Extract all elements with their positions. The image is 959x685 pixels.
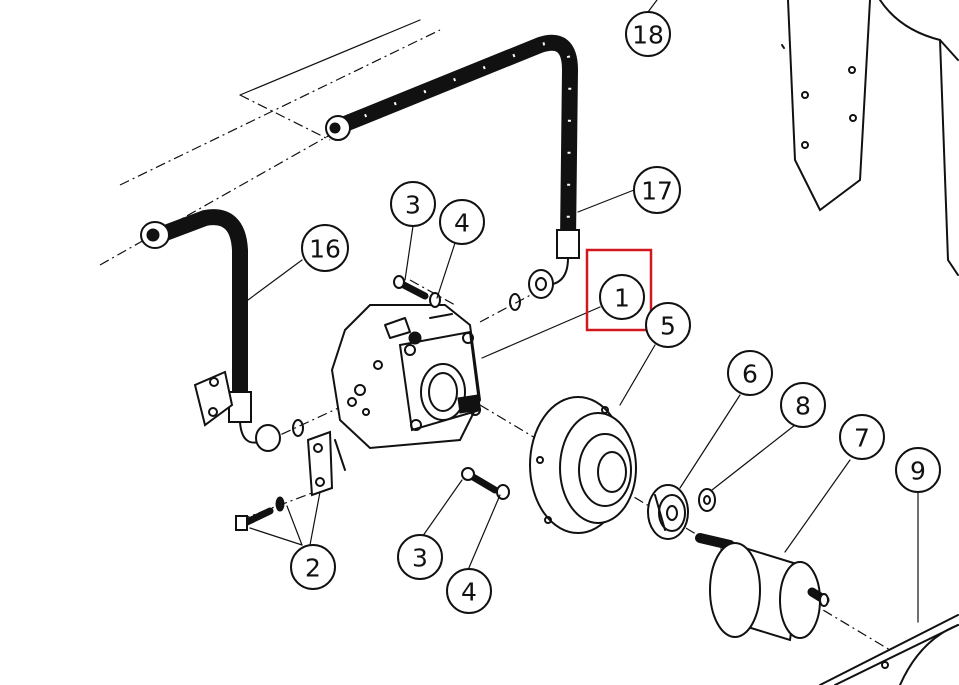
callout-label: 4 xyxy=(454,209,470,238)
pump-seal xyxy=(420,363,466,421)
o-rings xyxy=(292,293,521,437)
bolt-washer-lower xyxy=(461,467,510,500)
callout-label: 1 xyxy=(614,284,630,313)
callout-label: 6 xyxy=(742,360,758,389)
callout-circle xyxy=(397,534,443,580)
callout-circle xyxy=(895,447,941,493)
callout-circle xyxy=(727,350,773,396)
housing-9 xyxy=(819,614,959,685)
centerline-bolt3 xyxy=(409,279,456,306)
callout-4-upper[interactable]: 4 xyxy=(439,199,485,245)
callout-1[interactable]: 1 xyxy=(599,274,645,320)
washer-8 xyxy=(698,488,716,512)
callout-label: 9 xyxy=(910,457,926,486)
highlight-box xyxy=(585,248,653,332)
hose-17-fitting xyxy=(528,269,554,299)
adapter-plate xyxy=(529,396,637,534)
hose-17 xyxy=(325,34,580,299)
centerline-top xyxy=(239,94,331,141)
leader-lines xyxy=(247,0,919,623)
callout-6[interactable]: 6 xyxy=(727,350,773,396)
callout-circle xyxy=(633,166,681,214)
callout-17[interactable]: 17 xyxy=(633,166,681,214)
split-flange-lower xyxy=(306,430,346,497)
callout-3-upper[interactable]: 3 xyxy=(390,181,436,227)
frame-bracket-right xyxy=(781,0,959,276)
frame-edge-top xyxy=(239,19,421,96)
callout-circle xyxy=(390,181,436,227)
callout-label: 4 xyxy=(461,578,477,607)
coupler-7 xyxy=(695,533,830,642)
centerline-hose16 xyxy=(99,134,331,266)
callout-9[interactable]: 9 xyxy=(895,447,941,493)
callout-circle xyxy=(290,544,336,590)
callout-7[interactable]: 7 xyxy=(839,414,885,460)
split-flange-left xyxy=(193,370,234,427)
callout-circle xyxy=(780,382,826,428)
callout-label: 18 xyxy=(632,21,664,50)
callout-circle xyxy=(439,199,485,245)
callout-label: 3 xyxy=(405,191,421,220)
callout-4-lower[interactable]: 4 xyxy=(446,568,492,614)
callout-label: 16 xyxy=(309,235,341,264)
callout-circle xyxy=(301,224,349,272)
bolts-2 xyxy=(235,496,285,531)
callout-label: 3 xyxy=(412,544,428,573)
callout-label: 8 xyxy=(795,392,811,421)
hose-16-fitting xyxy=(255,424,281,452)
callout-5[interactable]: 5 xyxy=(645,302,691,348)
callout-label: 2 xyxy=(305,554,321,583)
o-ring-16 xyxy=(292,419,304,437)
o-ring-17 xyxy=(509,293,521,311)
callout-circle xyxy=(625,11,671,57)
callout-3-lower[interactable]: 3 xyxy=(397,534,443,580)
callout-2[interactable]: 2 xyxy=(290,544,336,590)
pump-shaft xyxy=(457,394,481,414)
callout-16[interactable]: 16 xyxy=(301,224,349,272)
callout-label: 7 xyxy=(854,424,870,453)
callout-circle xyxy=(839,414,885,460)
pump-body xyxy=(330,304,482,450)
bearing-6 xyxy=(647,484,689,540)
hose-17-ferrule xyxy=(556,229,580,259)
callout-8[interactable]: 8 xyxy=(780,382,826,428)
callout-label: 17 xyxy=(641,177,673,206)
callout-18[interactable]: 18 xyxy=(625,11,671,57)
bolt-washer-upper xyxy=(393,275,441,308)
callout-circle xyxy=(446,568,492,614)
callout-circle xyxy=(645,302,691,348)
hose-16 xyxy=(140,209,281,452)
callout-label: 5 xyxy=(660,312,676,341)
hose-16-ferrule xyxy=(228,391,252,423)
callout-circle xyxy=(599,274,645,320)
centerline-port-left xyxy=(279,404,346,436)
